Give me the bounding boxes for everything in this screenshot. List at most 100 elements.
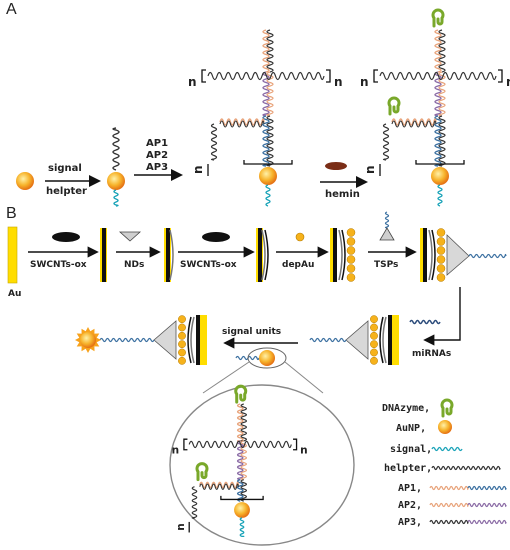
nd-layer [338, 229, 343, 281]
gold-nanoparticle [346, 273, 356, 282]
tsp-strand-icon [384, 211, 390, 229]
dnazyme-top [234, 384, 248, 404]
side-arm-tail [382, 123, 390, 161]
legend-signal-strand [431, 446, 463, 452]
legend-label-ap2: AP2, [398, 500, 422, 511]
aunp-core [431, 167, 449, 185]
gold-nanoparticle [346, 237, 356, 246]
bracket-wave [379, 71, 497, 81]
swcnt-layer-2 [379, 316, 384, 364]
n-label-right: n [506, 75, 510, 89]
legend-label-signal: signal, [390, 443, 432, 455]
signal-tail [239, 517, 245, 538]
legend-ap2-strand-a [429, 502, 469, 508]
signal-aunp [80, 332, 96, 348]
tsp-tetrahedron [153, 320, 177, 360]
bracket-right [293, 438, 298, 451]
arrow-a2-label-2: AP2 [146, 150, 168, 161]
arrow-a1-label-1: signal [48, 163, 82, 174]
gold-nanoparticle [178, 348, 186, 357]
gold-nanoparticle [178, 315, 186, 324]
mirna-label: miRNAs [412, 349, 451, 359]
gold-nanoparticle [178, 356, 186, 365]
aunp-particle [107, 172, 125, 190]
legend-helper-strand [431, 465, 501, 471]
stack-purple [236, 440, 244, 481]
stack-blue [262, 115, 270, 167]
n-label-left: n [360, 75, 369, 89]
gold-nanoparticle [436, 273, 446, 282]
legend-ap3-strand-a [429, 519, 469, 525]
swcnt-layer-2 [341, 229, 346, 281]
gold-electrode [7, 226, 18, 284]
nd-layer [382, 316, 387, 364]
electrode-step-3 [256, 228, 269, 282]
step-label-5: TSPs [374, 260, 398, 270]
electrode-with-mirna [309, 315, 399, 365]
gold-nanoparticle [370, 315, 378, 324]
electrode-step-1 [100, 228, 107, 282]
signal-unit-small [235, 347, 287, 369]
bracket-left [183, 438, 188, 451]
gold-nanoparticle [436, 255, 446, 264]
legend-label-dnazyme: DNAzyme, [382, 403, 430, 414]
gold-nanoparticle [178, 323, 186, 332]
gold-nanoparticle [370, 323, 378, 332]
signal-strand [113, 189, 119, 207]
step-label-3: SWCNTs-ox [180, 260, 237, 270]
arrow-b6 [423, 287, 461, 346]
signal-tail [437, 184, 443, 207]
gold-nanoparticle [370, 356, 378, 365]
legend-label-aunp: AuNP, [396, 423, 426, 434]
step-label-4: depAu [282, 260, 314, 270]
side-arm-dark [219, 120, 265, 128]
n-label-left: n [188, 75, 197, 89]
stack-orange-a [262, 29, 270, 73]
side-arm-orange [199, 481, 240, 489]
swcnt-layer-2 [431, 229, 436, 281]
stack-blue [434, 115, 442, 167]
swcnts-ox-icon-2 [202, 232, 230, 242]
n-label-bottom: n [363, 165, 377, 174]
gold-electrode-label: Au [8, 289, 21, 299]
panel-a-label: A [6, 1, 17, 18]
legend-ap1-strand-a [429, 485, 469, 491]
step-label-2: NDs [124, 260, 144, 270]
side-arm-tail [191, 486, 198, 519]
n-label-bottom: n [175, 523, 187, 531]
legend-dnazyme-icon [440, 398, 454, 418]
stack-dark-a [438, 29, 446, 73]
nd-layer [428, 229, 433, 281]
bracket-right [326, 69, 331, 83]
aunp-with-helper [107, 127, 125, 207]
arrow-a1-label-2: helpter [46, 186, 87, 197]
stack-dark-b [240, 479, 247, 502]
stack-dark-b [266, 115, 274, 167]
electrode-step-4 [330, 228, 356, 282]
electrode-step-2 [164, 228, 174, 282]
side-arm-dark [199, 483, 240, 490]
aunp-core [259, 167, 277, 185]
stack-orange-a [236, 403, 244, 442]
gold-nanoparticle [178, 340, 186, 349]
aunp-initial [16, 172, 34, 190]
zoom-line-right [284, 361, 324, 394]
arrow-a3-label: hemin [325, 189, 360, 200]
gold-nanoparticle [178, 331, 186, 340]
electrode-step-5 [420, 228, 507, 282]
side-arm-orange [219, 118, 265, 126]
helper-strand [112, 127, 120, 171]
gold-nanoparticle [346, 246, 356, 255]
arrow-a2-label-3: AP3 [146, 162, 168, 173]
captured-mirna [309, 337, 347, 343]
stack-purple [262, 71, 270, 117]
stack-blue [236, 479, 244, 502]
gold-nanoparticle [346, 255, 356, 264]
signal-unit-aunp [259, 350, 275, 366]
gold-nanoparticle [436, 264, 446, 273]
tsp-tetrahedron [446, 234, 470, 276]
tsp-probe [468, 253, 507, 259]
legend-ap2-strand-b [467, 502, 507, 508]
